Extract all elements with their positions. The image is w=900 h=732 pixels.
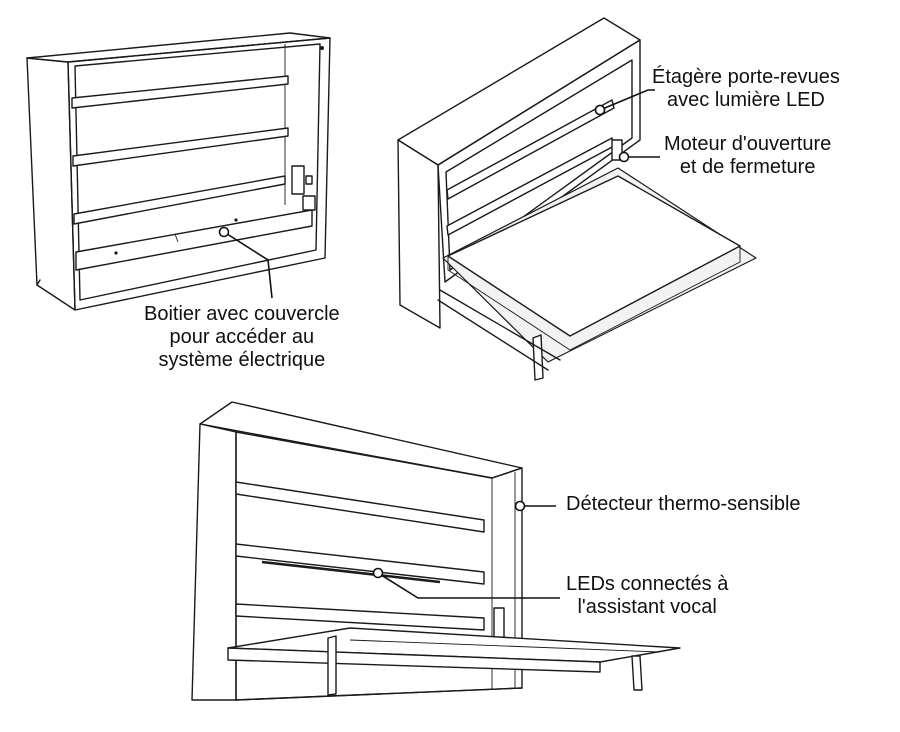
cabinet-closed-illustration <box>26 32 331 311</box>
shelf-led-pointer <box>594 89 655 116</box>
leds-voice-pointer <box>372 567 560 599</box>
motor-pointer <box>618 151 660 163</box>
electrical-box-label: Boitier avec couvercle pour accéder au s… <box>144 303 340 371</box>
motor-label: Moteur d'ouverture et de fermeture <box>664 133 832 178</box>
heat-detector-label: Détecteur thermo-sensible <box>566 493 801 515</box>
leds-voice-label: LEDs connectés à l'assistant vocal <box>566 573 729 618</box>
electrical-box-pointer <box>218 226 273 299</box>
heat-detector-pointer <box>514 500 556 512</box>
bed-open-illustration <box>397 17 757 381</box>
desk-open-illustration <box>191 401 681 701</box>
shelf-led-label: Étagère porte-revues avec lumière LED <box>652 66 840 111</box>
